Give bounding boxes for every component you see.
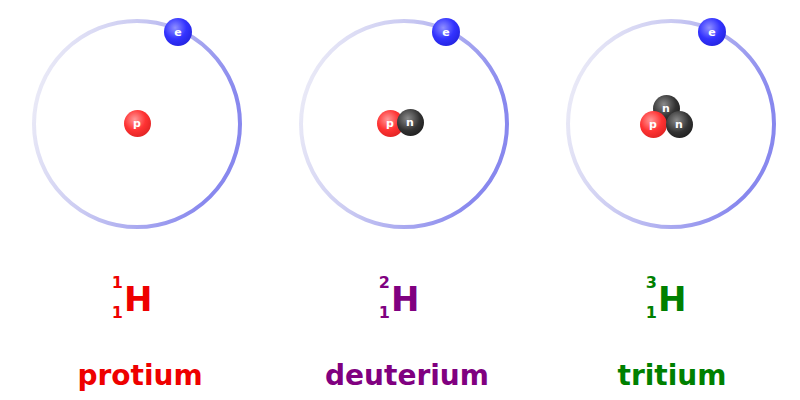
atomic-number: 1 — [379, 305, 390, 321]
neutron-circle: n — [666, 111, 693, 138]
element-symbol: H — [124, 282, 152, 316]
electron-circle: e — [698, 18, 726, 46]
isotope-name: protium — [77, 362, 202, 390]
orbit-ring — [568, 21, 774, 227]
element-symbol: H — [658, 282, 686, 316]
orbit-ring — [34, 21, 240, 227]
mass-number: 2 — [379, 275, 390, 291]
atomic-number: 1 — [112, 305, 123, 321]
particle-letter: p — [386, 118, 394, 129]
atomic-number: 1 — [646, 305, 657, 321]
isotope-name: deuterium — [325, 362, 489, 390]
orbit-ring — [301, 21, 507, 227]
particle-letter: e — [708, 27, 715, 38]
electron-circle: e — [164, 18, 192, 46]
electron-circle: e — [432, 18, 460, 46]
neutron-circle: n — [397, 109, 424, 136]
element-symbol: H — [391, 282, 419, 316]
particle-letter: p — [649, 119, 657, 130]
particle-letter: n — [662, 103, 670, 114]
particle-letter: n — [406, 117, 414, 128]
particle-letter: e — [174, 27, 181, 38]
proton-circle: p — [124, 110, 151, 137]
particle-letter: e — [442, 27, 449, 38]
mass-number: 1 — [112, 275, 123, 291]
particle-letter: n — [675, 119, 683, 130]
mass-number: 3 — [646, 275, 657, 291]
proton-circle: p — [640, 111, 667, 138]
particle-letter: p — [133, 118, 141, 129]
isotope-name: tritium — [618, 362, 727, 390]
